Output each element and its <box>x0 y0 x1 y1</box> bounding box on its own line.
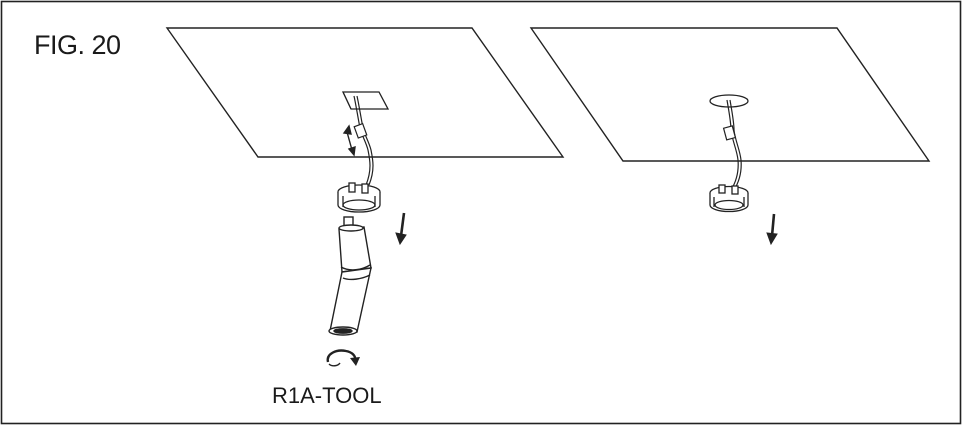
down-arrow-right-icon <box>766 213 778 246</box>
cable-connector-left <box>353 122 368 139</box>
up-down-arrow-icon <box>342 124 356 157</box>
rotate-arrow-icon <box>326 349 360 367</box>
ceiling-cutout-round <box>709 94 749 108</box>
power-cable-left <box>353 95 374 186</box>
cylinder-fixture <box>328 216 372 336</box>
mounting-ring-right <box>709 184 749 213</box>
cable-connector-right <box>722 125 737 141</box>
down-arrow-icon <box>395 212 407 246</box>
power-cable-right <box>726 99 742 191</box>
tool-label: R1A-TOOL <box>272 383 382 408</box>
figure-label: FIG. 20 <box>34 30 121 60</box>
mounting-ring-left <box>337 182 381 213</box>
